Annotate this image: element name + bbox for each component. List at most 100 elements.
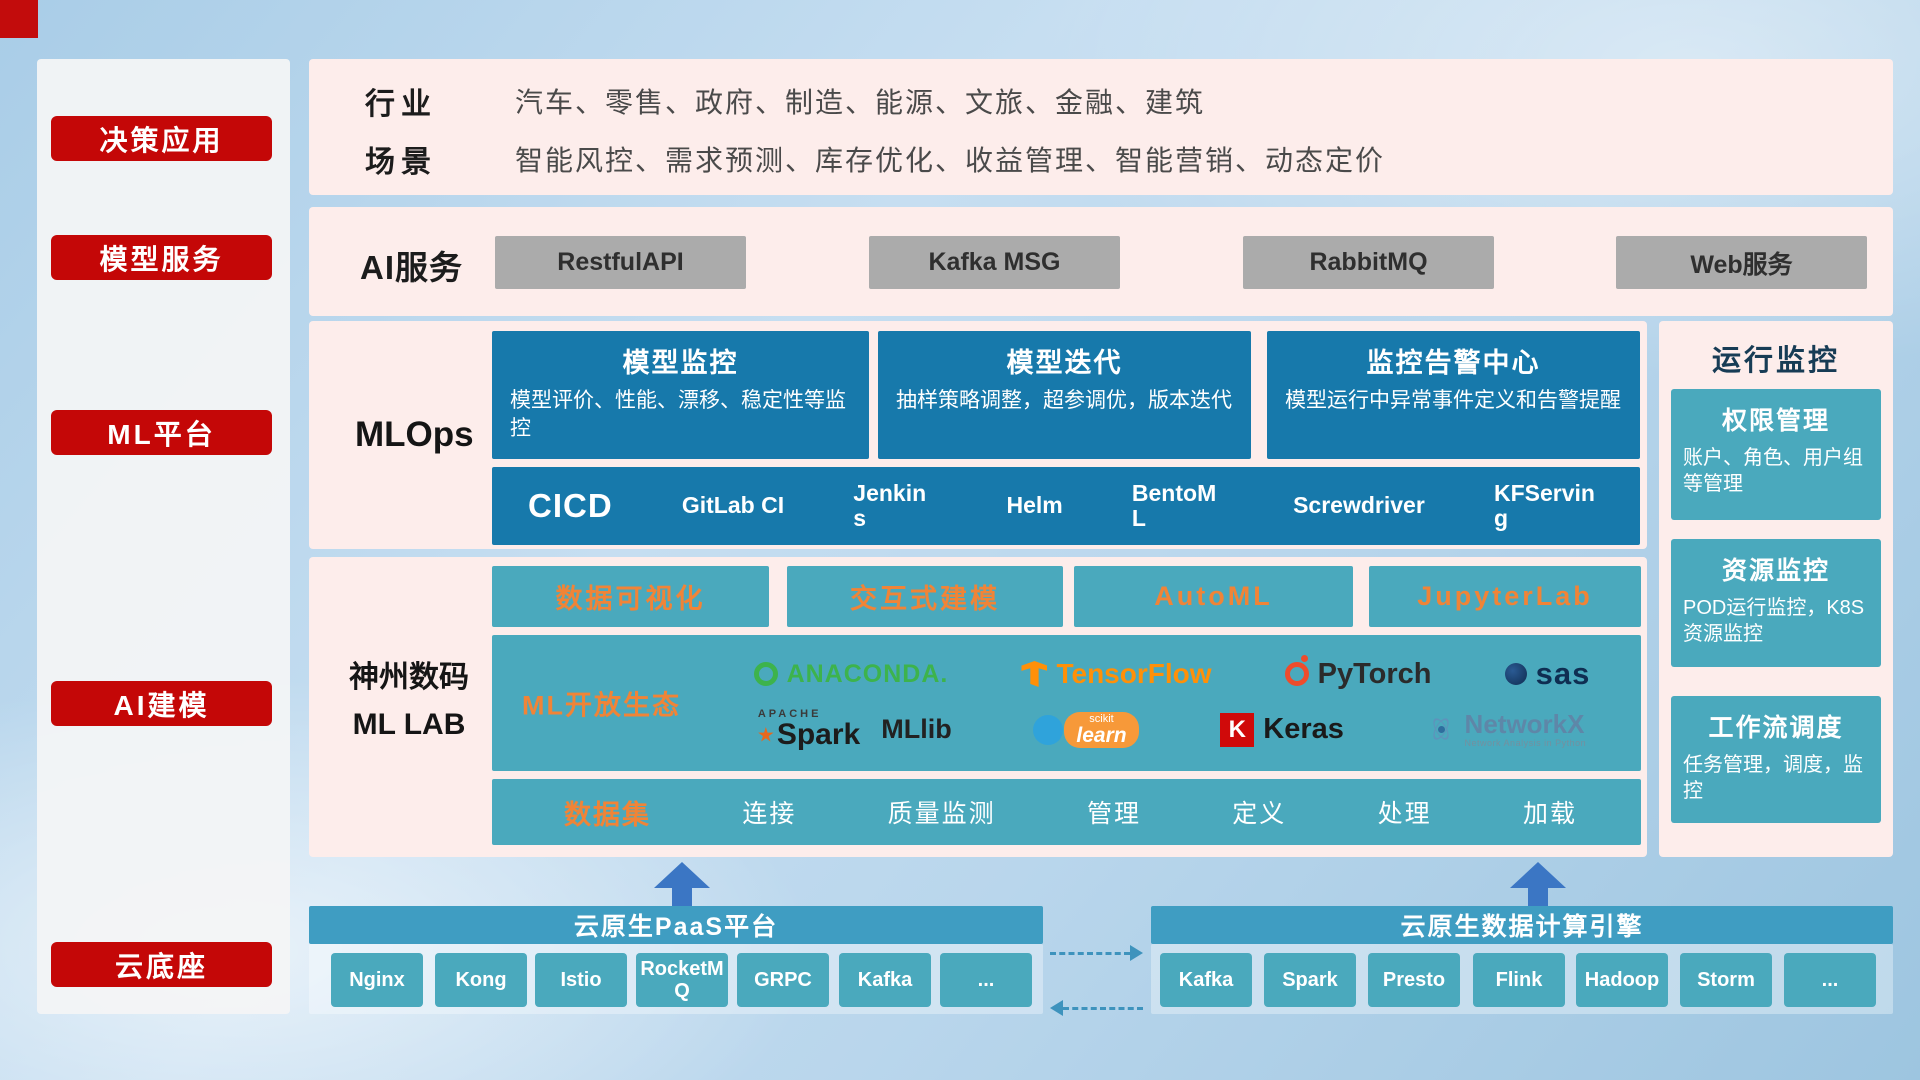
dashed-arrow-left — [1050, 1000, 1143, 1016]
engine-chip-hadoop: Hadoop — [1576, 953, 1668, 1007]
anaconda-logo: ANACONDA. — [753, 660, 949, 689]
paas-chip-kafka: Kafka — [839, 953, 931, 1007]
cicd-bar: CICD GitLab CI Jenkins Helm BentoML Scre… — [492, 467, 1640, 545]
scenario-list: 智能风控、需求预测、库存优化、收益管理、智能营销、动态定价 — [515, 145, 1386, 176]
card-desc: 模型评价、性能、漂移、稳定性等监控 — [510, 389, 846, 440]
pytorch-logo: PyTorch — [1284, 655, 1432, 691]
mllab-label-line2: ML LAB — [352, 707, 466, 741]
card-desc: POD运行监控，K8S资源监控 — [1683, 597, 1865, 646]
tab-label: AutoML — [1154, 581, 1273, 611]
engine-bar: 云原生数据计算引擎 — [1151, 906, 1893, 944]
networkx-icon — [1426, 714, 1456, 744]
engine-chip-storm: Storm — [1680, 953, 1772, 1007]
sidebar-item-label: 云底座 — [114, 950, 208, 982]
dataset-item-manage: 管理 — [1086, 800, 1141, 828]
industry-list: 汽车、零售、政府、制造、能源、文旅、金融、建筑 — [515, 87, 1206, 118]
cicd-tool-bentoml: BentoML — [1131, 479, 1217, 531]
mlops-card-model-monitoring: 模型监控 模型评价、性能、漂移、稳定性等监控 — [492, 331, 869, 459]
dashed-arrow-right — [1050, 945, 1143, 961]
sidebar-item-label: 决策应用 — [99, 124, 224, 156]
dataset-item-load: 加载 — [1522, 800, 1577, 828]
engine-chip-more: ... — [1784, 953, 1876, 1007]
engine-chip-flink: Flink — [1473, 953, 1565, 1007]
card-title: 模型监控 — [622, 348, 739, 378]
card-title: 监控告警中心 — [1366, 348, 1541, 378]
scikit-learn-logo: scikit learn — [1033, 711, 1139, 748]
mlops-label: MLOps — [355, 415, 474, 454]
ai-service-restfulapi: RestfulAPI — [495, 236, 746, 289]
mllab-tab-data-visualization: 数据可视化 — [492, 566, 769, 627]
paas-chip-istio: Istio — [535, 953, 627, 1007]
card-desc: 任务管理，调度，监控 — [1683, 754, 1863, 803]
ai-service-panel: AI服务 RestfulAPI Kafka MSG RabbitMQ Web服务 — [309, 207, 1893, 316]
keras-logo: K Keras — [1220, 712, 1344, 747]
apache-label: APACHE — [757, 708, 822, 720]
engine-chip-presto: Presto — [1368, 953, 1460, 1007]
sidebar-item-cloud-base: 云底座 — [51, 942, 272, 987]
button-label: RabbitMQ — [1309, 248, 1428, 276]
sidebar-item-ml-platform: ML平台 — [51, 410, 272, 455]
monitoring-card-resources: 资源监控 POD运行监控，K8S资源监控 — [1671, 539, 1881, 667]
tab-label: JupyterLab — [1417, 581, 1593, 611]
industry-label: 行业 — [365, 88, 437, 121]
tab-label: 交互式建模 — [850, 584, 1000, 614]
cicd-label: CICD — [528, 487, 613, 524]
button-label: Web服务 — [1690, 250, 1793, 279]
monitoring-panel: 运行监控 权限管理 账户、角色、用户组等管理 资源监控 POD运行监控，K8S资… — [1659, 321, 1893, 857]
dataset-label: 数据集 — [564, 799, 651, 830]
ai-service-label: AI服务 — [360, 249, 463, 286]
card-desc: 账户、角色、用户组等管理 — [1683, 447, 1863, 496]
paas-chip-more: ... — [940, 953, 1032, 1007]
card-title: 资源监控 — [1721, 557, 1830, 585]
mllab-panel: 神州数码 ML LAB 数据可视化 交互式建模 AutoML JupyterLa… — [309, 557, 1647, 857]
up-arrow-left — [654, 862, 710, 906]
sas-icon — [1504, 663, 1527, 685]
mlops-card-model-iteration: 模型迭代 抽样策略调整，超参调优，版本迭代 — [878, 331, 1251, 459]
sidebar — [37, 59, 290, 1014]
sas-logo: sas — [1504, 656, 1591, 692]
pytorch-icon — [1284, 655, 1309, 686]
ai-service-kafka-msg: Kafka MSG — [869, 236, 1120, 289]
industry-panel: 行业 汽车、零售、政府、制造、能源、文旅、金融、建筑 场景 智能风控、需求预测、… — [309, 59, 1893, 195]
tensorflow-icon — [1021, 661, 1048, 687]
spark-star-icon — [758, 727, 774, 742]
dataset-item-quality: 质量监测 — [887, 800, 996, 828]
scenario-label: 场景 — [365, 146, 437, 179]
ecosystem-box: ML开放生态 ANACONDA. TensorFlow PyTorch — [492, 635, 1641, 771]
card-title: 权限管理 — [1721, 407, 1830, 435]
mllab-label: 神州数码 ML LAB — [329, 655, 489, 748]
ecosystem-logos: ANACONDA. TensorFlow PyTorch sas — [717, 639, 1627, 767]
corner-accent — [0, 0, 38, 38]
card-desc: 模型运行中异常事件定义和告警提醒 — [1285, 389, 1621, 412]
mlops-panel: MLOps 模型监控 模型评价、性能、漂移、稳定性等监控 模型迭代 抽样策略调整… — [309, 321, 1647, 549]
paas-chip-rocketmq: RocketMQ — [636, 953, 728, 1007]
mllab-tab-jupyterlab: JupyterLab — [1369, 566, 1641, 627]
scikit-pill: scikit learn — [1064, 711, 1139, 748]
sidebar-item-ai-modeling: AI建模 — [51, 681, 272, 726]
monitoring-title: 运行监控 — [1711, 345, 1840, 377]
mllib-label: MLlib — [881, 714, 952, 744]
engine-chip-kafka: Kafka — [1160, 953, 1252, 1007]
ai-service-rabbitmq: RabbitMQ — [1243, 236, 1494, 289]
paas-bar: 云原生PaaS平台 — [309, 906, 1043, 944]
cicd-tool-kfserving: KFServing — [1493, 479, 1595, 531]
anaconda-icon — [753, 662, 778, 686]
cicd-tool-screwdriver: Screwdriver — [1293, 492, 1425, 519]
mllab-tab-interactive-modeling: 交互式建模 — [787, 566, 1063, 627]
cicd-tool-helm: Helm — [1006, 492, 1063, 519]
sidebar-item-label: ML平台 — [107, 418, 216, 450]
card-title: 模型迭代 — [1006, 348, 1123, 378]
monitoring-card-workflow: 工作流调度 任务管理，调度，监控 — [1671, 696, 1881, 823]
paas-chip-nginx: Nginx — [331, 953, 423, 1007]
engine-title: 云原生数据计算引擎 — [1400, 913, 1644, 941]
scikit-circle-icon — [1033, 714, 1064, 745]
paas-chip-grpc: GRPC — [737, 953, 829, 1007]
cicd-tool-jenkins: Jenkins — [853, 479, 927, 531]
button-label: Kafka MSG — [928, 248, 1061, 276]
mlops-card-alert-center: 监控告警中心 模型运行中异常事件定义和告警提醒 — [1267, 331, 1640, 459]
engine-chip-spark: Spark — [1264, 953, 1356, 1007]
paas-title: 云原生PaaS平台 — [573, 913, 779, 941]
mllab-tab-automl: AutoML — [1074, 566, 1353, 627]
sidebar-item-model-services: 模型服务 — [51, 235, 272, 280]
